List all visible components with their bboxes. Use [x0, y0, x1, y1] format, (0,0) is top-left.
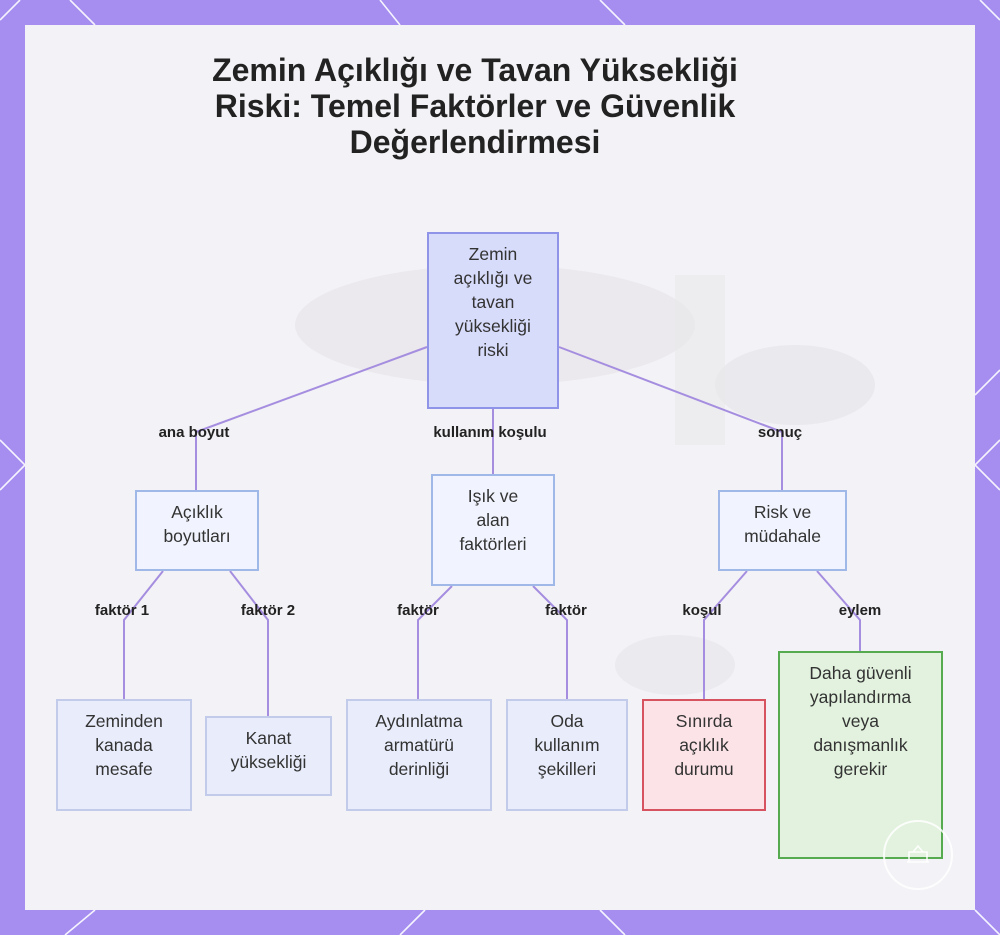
- edge-aciklik-kanat: [229, 570, 269, 716]
- diagram-title: Zemin Açıklığı ve Tavan Yüksekliği Riski…: [0, 52, 950, 160]
- node-sinirda-aciklik: Sınırda açıklık durumu: [642, 699, 766, 811]
- node-aciklik-label: Açıklık boyutları: [163, 502, 231, 546]
- node-oda-kullanim: Oda kullanım şekilleri: [506, 699, 628, 811]
- node-sinirda-label: Sınırda açıklık durumu: [674, 711, 734, 779]
- node-oda-label: Oda kullanım şekilleri: [534, 711, 600, 779]
- edge-label-eylem: eylem: [838, 602, 882, 619]
- edge-root-aciklik: [195, 346, 428, 490]
- edge-label-kullanim-kosulu: kullanım koşulu: [433, 424, 547, 441]
- node-kanat-yuksekligi: Kanat yüksekliği: [205, 716, 332, 796]
- node-isik-label: Işık ve alan faktörleri: [459, 486, 527, 554]
- edge-isik-oda: [532, 585, 568, 699]
- title-line-3: Değerlendirmesi: [349, 124, 601, 160]
- node-risk-label: Risk ve müdahale: [744, 502, 821, 546]
- edge-label-kosul: koşul: [682, 602, 722, 619]
- edge-isik-aydinlatma: [417, 585, 453, 699]
- node-aciklik-boyutlari: Açıklık boyutları: [135, 490, 259, 571]
- node-zeminden-label: Zeminden kanada mesafe: [85, 711, 163, 779]
- edge-risk-daha: [816, 570, 861, 651]
- node-zeminden-kanada-mesafe: Zeminden kanada mesafe: [56, 699, 192, 811]
- edge-label-faktor-a: faktör: [397, 602, 439, 619]
- edge-label-faktor-b: faktör: [545, 602, 587, 619]
- node-aydinlatma-armaturu: Aydınlatma armatürü derinliği: [346, 699, 492, 811]
- edge-label-ana-boyut: ana boyut: [158, 424, 230, 441]
- title-line-1: Zemin Açıklığı ve Tavan Yüksekliği: [212, 52, 738, 88]
- edge-label-faktor-1: faktör 1: [94, 602, 150, 619]
- edge-label-sonuc: sonuç: [757, 424, 803, 441]
- node-risk-mudahale: Risk ve müdahale: [718, 490, 847, 571]
- edge-risk-sinirda: [703, 570, 748, 699]
- node-kanat-label: Kanat yüksekliği: [230, 728, 307, 772]
- node-root-risk: Zemin açıklığı ve tavan yüksekliği riski: [427, 232, 559, 409]
- edge-label-faktor-2: faktör 2: [240, 602, 296, 619]
- node-aydinlatma-label: Aydınlatma armatürü derinliği: [375, 711, 463, 779]
- title-line-2: Riski: Temel Faktörler ve Güvenlik: [214, 88, 736, 124]
- watermark-badge-icon: [883, 820, 953, 890]
- node-daha-label: Daha güvenli yapılandırma veya danışmanl…: [809, 663, 912, 779]
- edge-root-risk: [558, 346, 783, 490]
- node-root-label: Zemin açıklığı ve tavan yüksekliği riski: [453, 244, 533, 360]
- building-icon: [907, 844, 929, 863]
- node-isik-alan-faktorleri: Işık ve alan faktörleri: [431, 474, 555, 586]
- edge-aciklik-zeminden: [123, 570, 164, 699]
